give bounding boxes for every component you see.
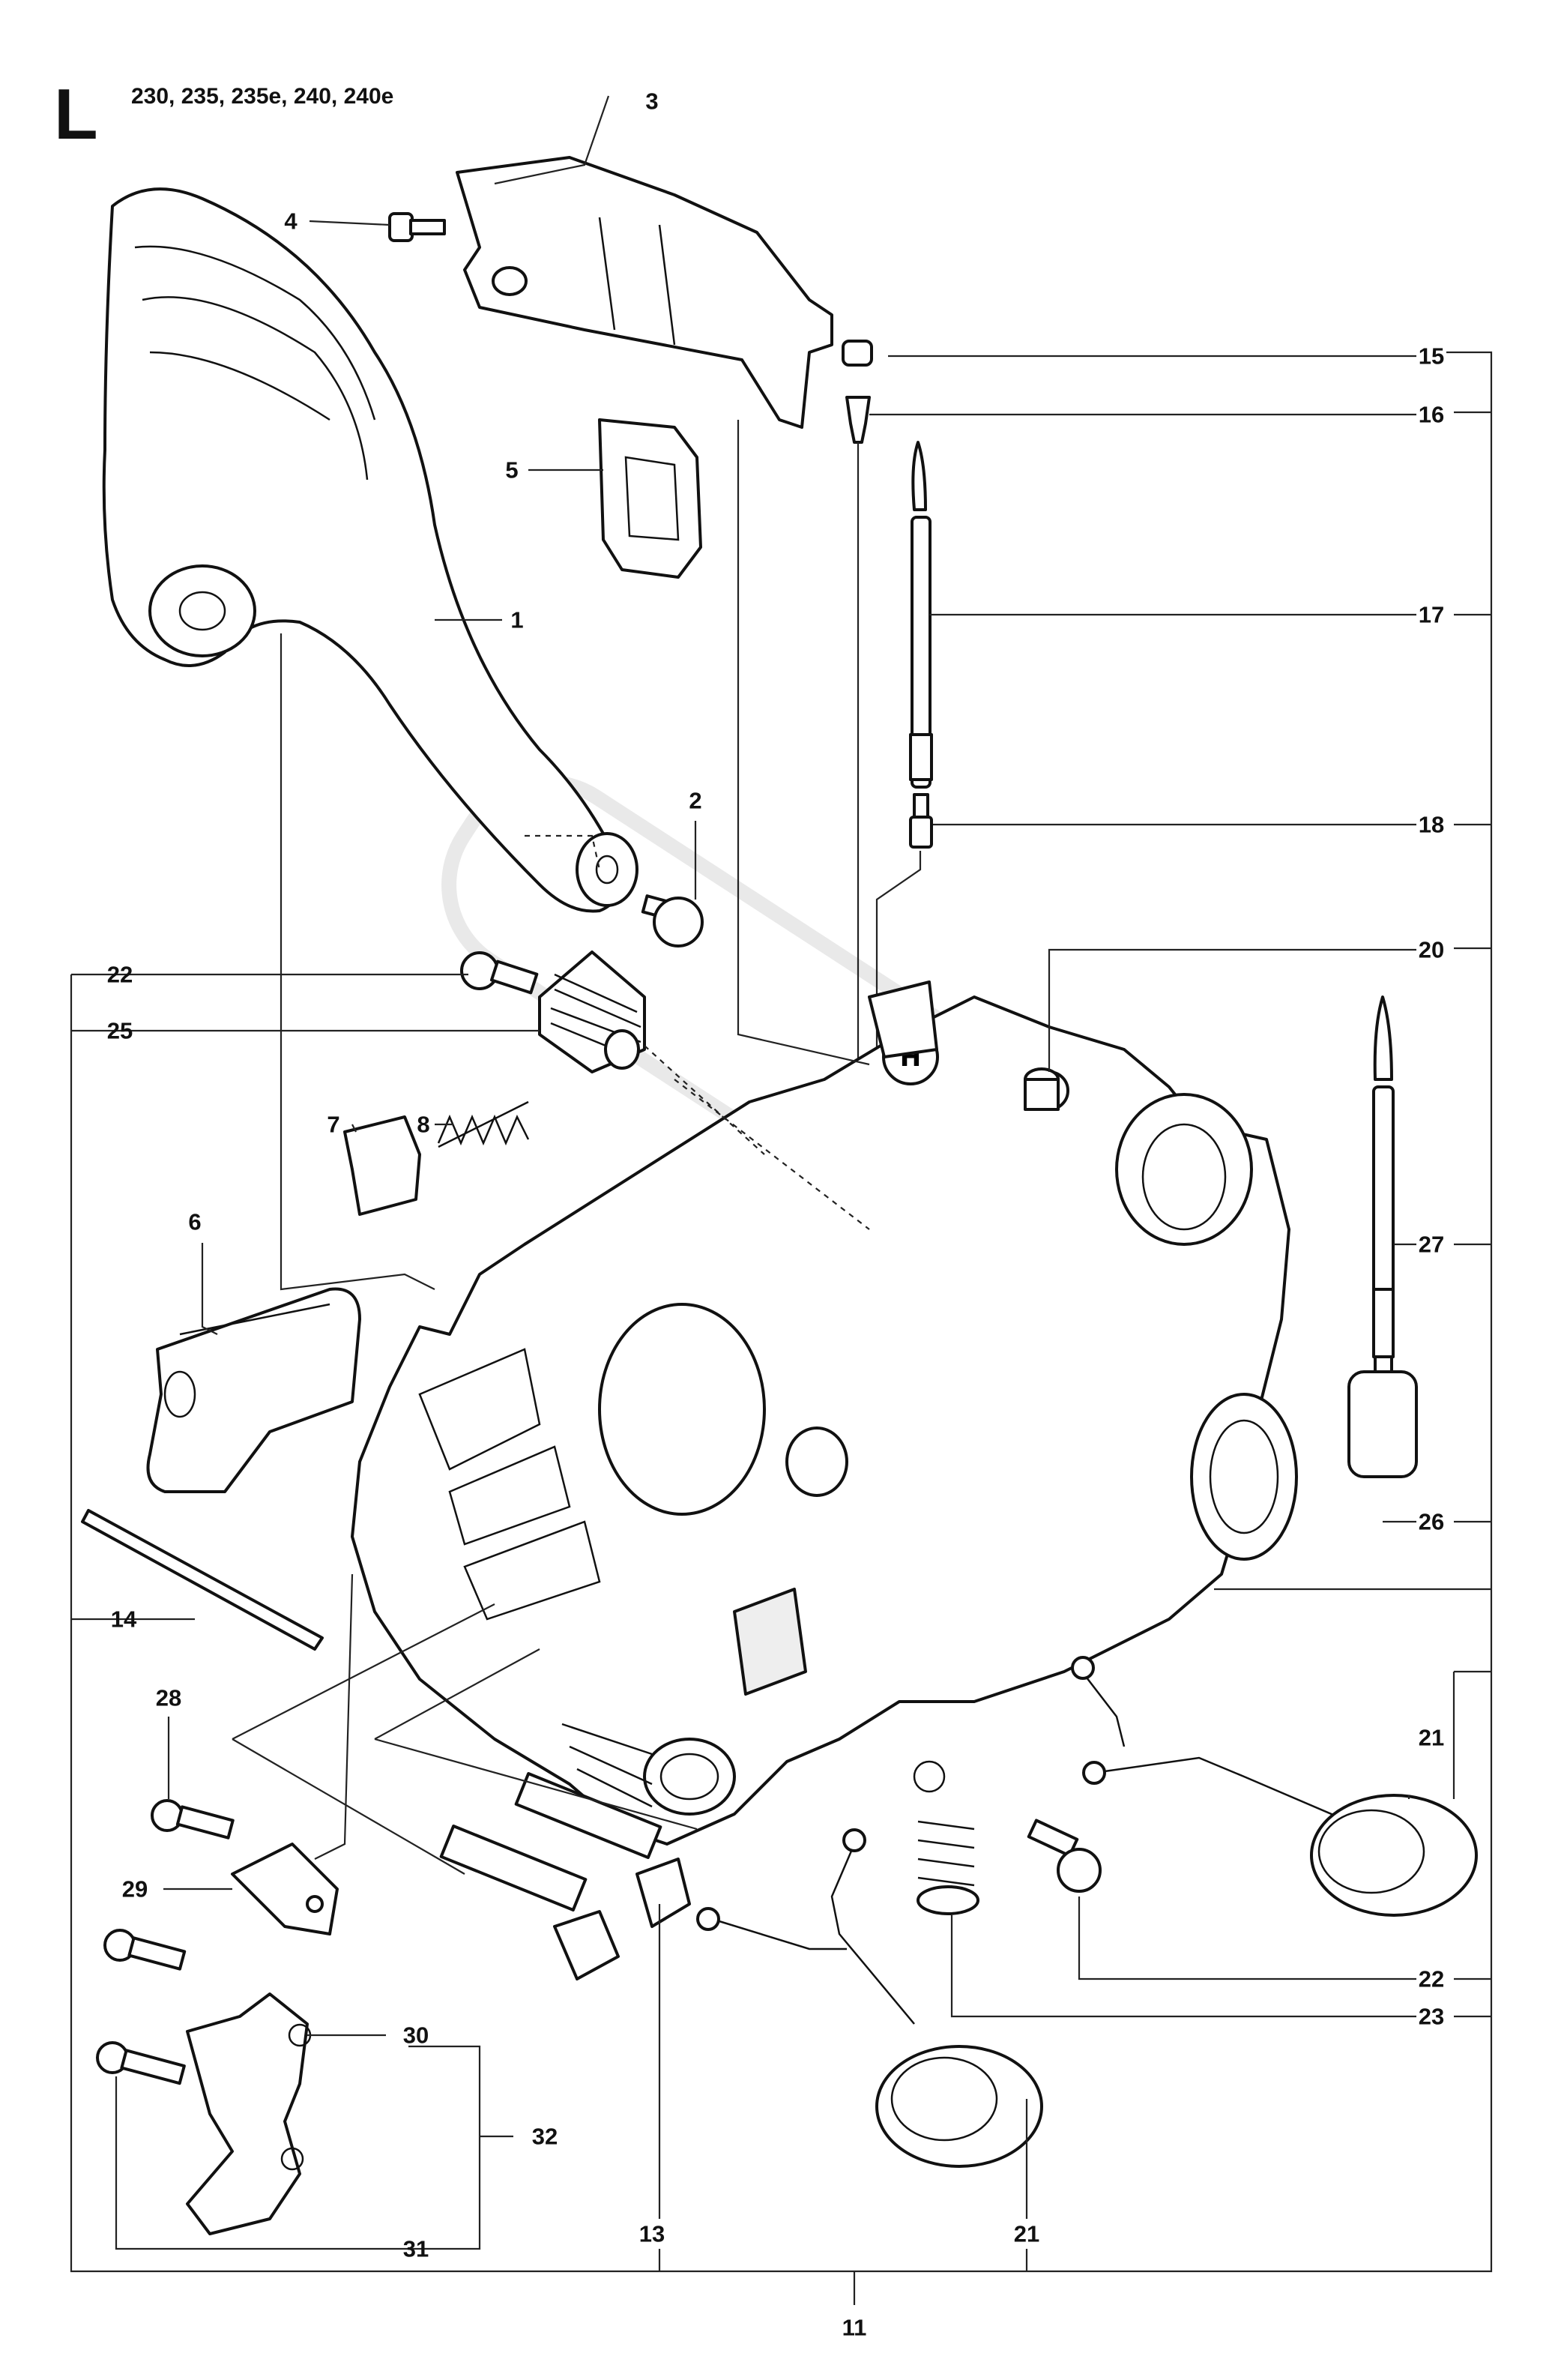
callout-8: 8 xyxy=(417,1111,430,1138)
model-list: 230, 235, 235e, 240, 240e xyxy=(131,84,394,109)
part-7-chain-catcher xyxy=(343,1115,421,1216)
callout-3: 3 xyxy=(645,88,659,115)
callout-2: 2 xyxy=(689,787,702,814)
callout-31: 31 xyxy=(402,2235,429,2262)
callout-15: 15 xyxy=(1418,343,1445,370)
part-23-spring xyxy=(913,1760,979,1915)
callout-14: 14 xyxy=(110,1606,137,1633)
part-28-screw xyxy=(151,1799,235,1840)
part-27-fuel-hose xyxy=(1372,995,1395,1358)
callout-30: 30 xyxy=(402,2022,429,2049)
part-30-screw xyxy=(103,1929,187,1971)
part-25-damper xyxy=(538,951,646,1073)
part-13-bar-bolt xyxy=(439,1772,691,1980)
part-17-fuel-hose xyxy=(909,441,933,789)
callout-18: 18 xyxy=(1418,811,1445,838)
callout-28: 28 xyxy=(155,1684,182,1711)
part-20-bushing xyxy=(1024,1067,1060,1111)
part-16-valve xyxy=(845,396,871,444)
part-21-tank-cap-bottom xyxy=(696,1828,1043,2168)
part-2-screw xyxy=(641,894,704,948)
callout-22-lower: 22 xyxy=(1418,1965,1445,1992)
part-29-catcher xyxy=(231,1843,339,1935)
part-3-cover-plate xyxy=(456,156,833,429)
part-31-screw xyxy=(96,2041,186,2085)
callout-6: 6 xyxy=(188,1208,202,1235)
callout-21-bottom: 21 xyxy=(1013,2220,1040,2247)
part-26-fuel-filter xyxy=(1347,1355,1418,1478)
part-32-spike-bumper xyxy=(186,1992,312,2235)
part-14-pin xyxy=(81,1509,324,1651)
callout-25: 25 xyxy=(106,1017,133,1044)
callout-21-right: 21 xyxy=(1418,1724,1445,1751)
part-18-nipple xyxy=(909,793,933,849)
callout-22-upper: 22 xyxy=(106,961,133,988)
callout-17: 17 xyxy=(1418,601,1445,628)
part-22-screw-upper xyxy=(460,951,539,995)
part-1-handle xyxy=(102,187,638,913)
crankcase-body: H xyxy=(351,980,1298,1846)
callout-1: 1 xyxy=(510,606,524,633)
leader-lines xyxy=(115,95,1455,2271)
part-8-spring xyxy=(437,1100,530,1148)
part-4-screw xyxy=(388,212,446,242)
callout-23: 23 xyxy=(1418,2003,1445,2030)
part-21-tank-cap-right xyxy=(1071,1656,1478,1917)
callout-13: 13 xyxy=(638,2220,665,2247)
part-15-plug xyxy=(842,340,873,367)
assembly-bracket xyxy=(70,351,1493,2305)
callout-16: 16 xyxy=(1418,401,1445,428)
callout-4: 4 xyxy=(284,208,298,235)
part-5-grommet xyxy=(598,418,702,579)
callout-20: 20 xyxy=(1418,936,1445,963)
callout-27: 27 xyxy=(1418,1231,1445,1258)
callout-11: 11 xyxy=(842,2314,867,2341)
callout-26: 26 xyxy=(1418,1508,1445,1535)
callout-7: 7 xyxy=(327,1111,340,1138)
part-22-screw-lower xyxy=(1027,1819,1102,1893)
callout-5: 5 xyxy=(505,457,519,483)
part-6-guide-plate xyxy=(146,1287,361,1493)
callout-29: 29 xyxy=(121,1876,148,1903)
section-letter: L xyxy=(54,74,98,154)
callout-32: 32 xyxy=(531,2123,558,2150)
